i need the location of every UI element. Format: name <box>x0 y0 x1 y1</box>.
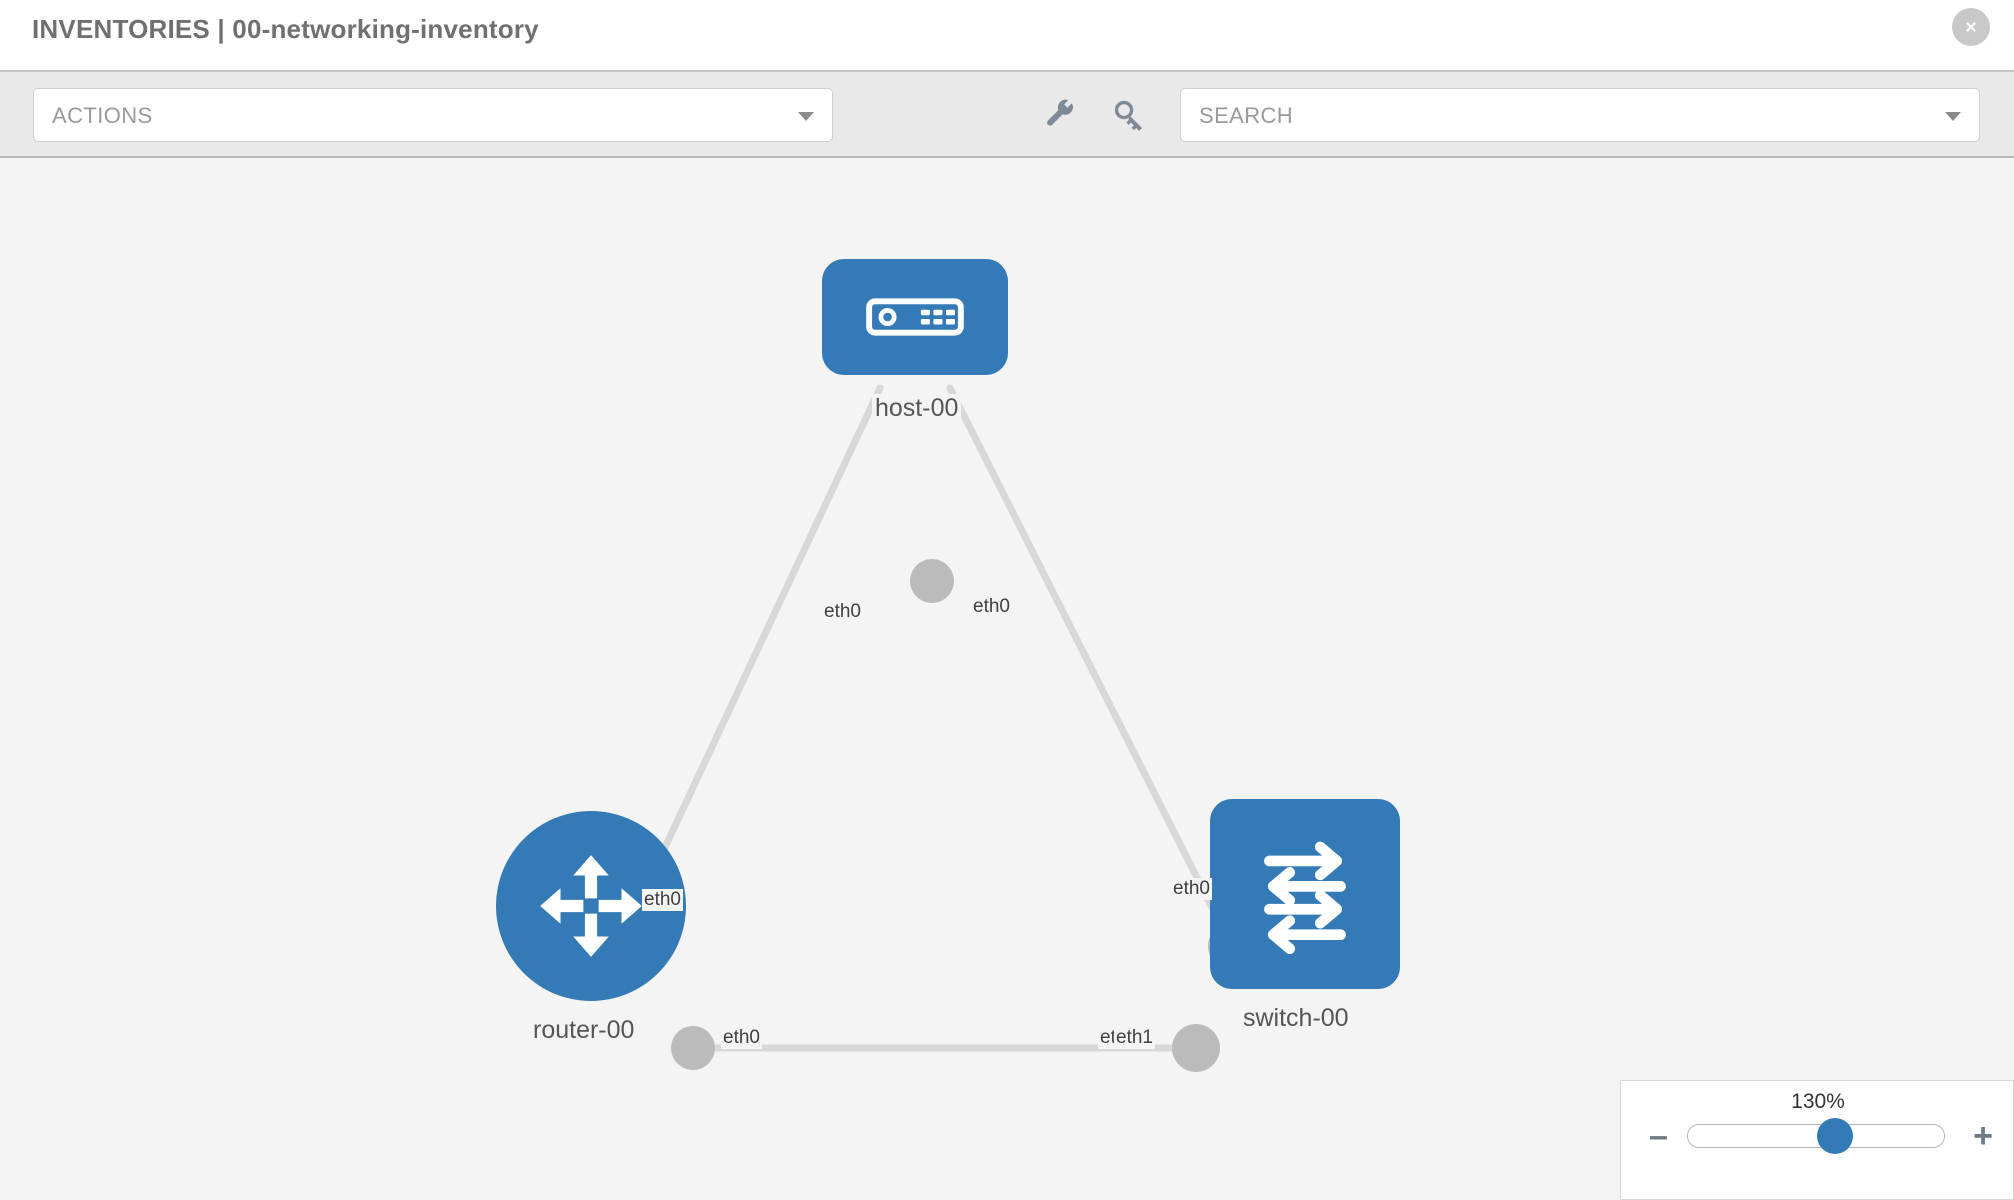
if-label-router-right: eth0 <box>721 1027 762 1049</box>
if-label-host-left: eth0 <box>822 601 863 623</box>
node-host-00-label: host-00 <box>872 394 962 423</box>
actions-dropdown[interactable]: ACTIONS <box>33 88 833 142</box>
if-label-switch-up: eth0 <box>1171 878 1212 900</box>
if-label-switch-left-front: eth1 <box>1114 1027 1155 1049</box>
toolbar: ACTIONS SEARCH <box>0 70 2014 158</box>
chevron-down-icon <box>1945 112 1961 121</box>
node-router-00-label: router-00 <box>530 1016 638 1045</box>
zoom-slider-thumb[interactable] <box>1817 1118 1853 1154</box>
zoom-in-button[interactable]: + <box>1973 1117 1993 1155</box>
wrench-button[interactable] <box>1044 98 1078 132</box>
close-button[interactable] <box>1952 8 1990 46</box>
search-placeholder: SEARCH <box>1199 103 1294 128</box>
zoom-level-value: 130% <box>1791 1090 1845 1113</box>
node-switch-00-shape <box>1210 799 1400 989</box>
node-host-00-shape <box>822 259 1008 375</box>
zoom-control-panel: 130% – + <box>1620 1080 2014 1200</box>
node-host-00[interactable]: host-00 <box>822 259 1008 423</box>
topology-canvas[interactable]: host-00 router-00 <box>0 158 2014 1200</box>
page-header: INVENTORIES | 00-networking-inventory <box>0 0 2014 70</box>
page-title: INVENTORIES | 00-networking-inventory <box>32 14 539 44</box>
connector-host-right <box>910 559 954 603</box>
node-switch-00-label: switch-00 <box>1240 1004 1352 1033</box>
key-icon <box>1114 100 1143 131</box>
close-icon <box>1966 22 1976 32</box>
wrench-icon <box>1047 99 1074 126</box>
switch-arrows-icon <box>1264 841 1346 954</box>
chevron-down-icon <box>798 112 814 121</box>
zoom-slider-track[interactable] <box>1687 1124 1945 1148</box>
connector-router-right <box>671 1026 715 1070</box>
if-label-router-up: eth0 <box>642 889 683 911</box>
edge-host-router <box>656 384 884 862</box>
node-switch-00[interactable]: switch-00 <box>1210 799 1400 1033</box>
edge-host-switch <box>946 384 1239 957</box>
connector-switch-left <box>1172 1024 1220 1072</box>
server-icon <box>866 298 964 336</box>
zoom-out-button[interactable]: – <box>1649 1117 1668 1155</box>
router-arrows-icon <box>540 855 642 957</box>
actions-dropdown-label: ACTIONS <box>52 103 153 128</box>
key-button[interactable] <box>1112 98 1146 132</box>
if-label-host-right: eth0 <box>971 596 1012 618</box>
search-input[interactable]: SEARCH <box>1180 88 1980 142</box>
